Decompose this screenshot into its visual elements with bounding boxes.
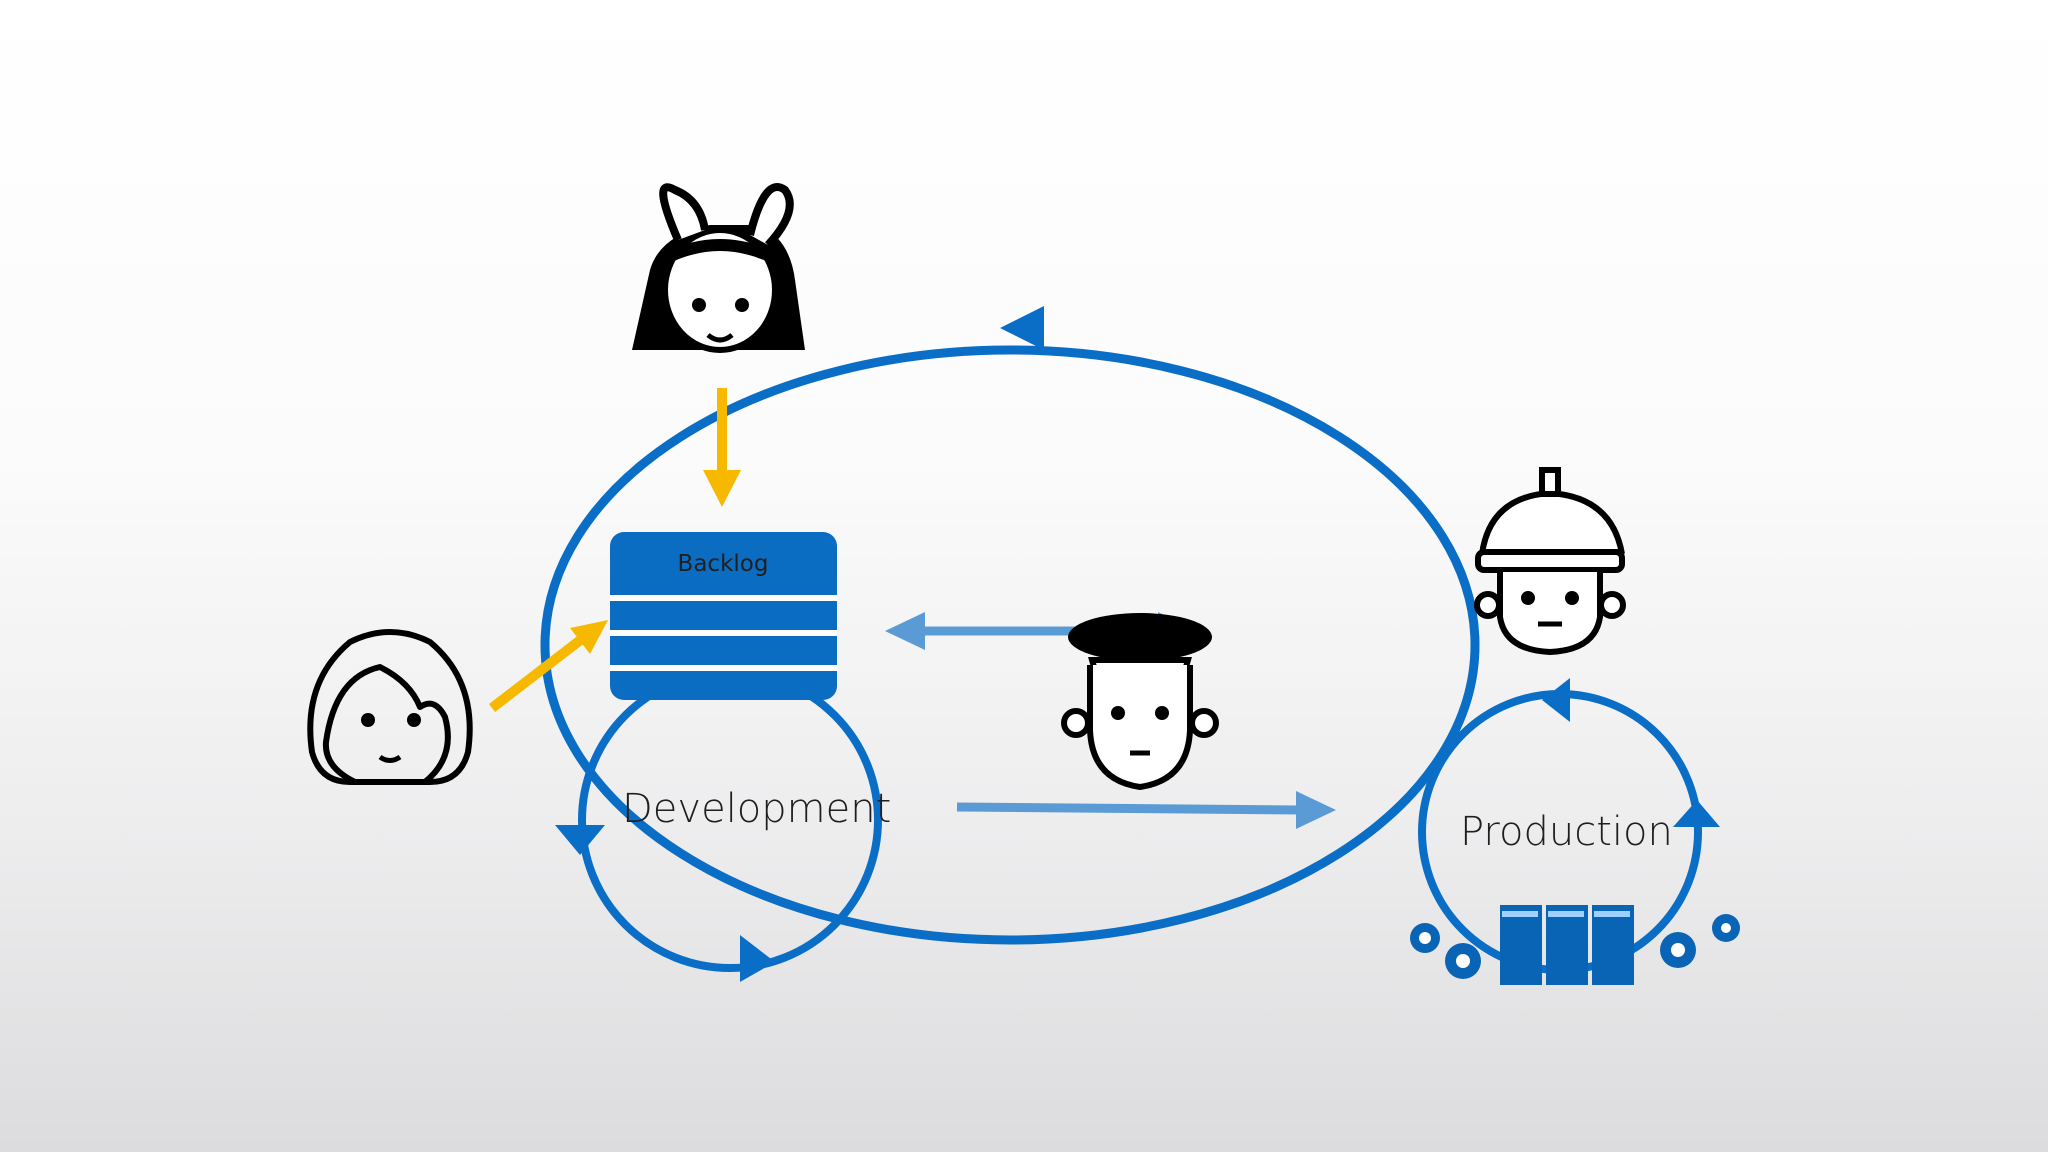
development-cycle: Development bbox=[555, 668, 891, 982]
stakeholder-woman-icon bbox=[307, 629, 473, 785]
outer-cycle bbox=[540, 306, 1480, 945]
security-officer-icon bbox=[1061, 613, 1219, 791]
stakeholder-to-backlog-arrow bbox=[488, 620, 608, 712]
operations-engineer-hardhat-icon bbox=[1474, 467, 1626, 656]
business-to-backlog-arrow bbox=[703, 388, 741, 507]
gear-icon bbox=[1410, 914, 1740, 979]
production-cycle: Production bbox=[1418, 678, 1720, 974]
development-to-production-arrow bbox=[956, 791, 1336, 829]
production-arrowhead-right bbox=[1673, 800, 1720, 827]
production-label: Production bbox=[1460, 809, 1673, 855]
development-arrowhead-left bbox=[555, 825, 605, 855]
production-arrowhead-top bbox=[1542, 678, 1570, 722]
outer-cycle-arrowhead bbox=[1000, 306, 1044, 350]
business-owner-bunny-ears-icon bbox=[632, 183, 805, 353]
development-label: Development bbox=[622, 786, 891, 832]
backlog-stack: Backlog bbox=[610, 532, 837, 700]
development-arrowhead-bottom bbox=[740, 935, 775, 982]
server-rack-icon bbox=[1500, 905, 1634, 985]
backlog-label: Backlog bbox=[678, 551, 769, 577]
